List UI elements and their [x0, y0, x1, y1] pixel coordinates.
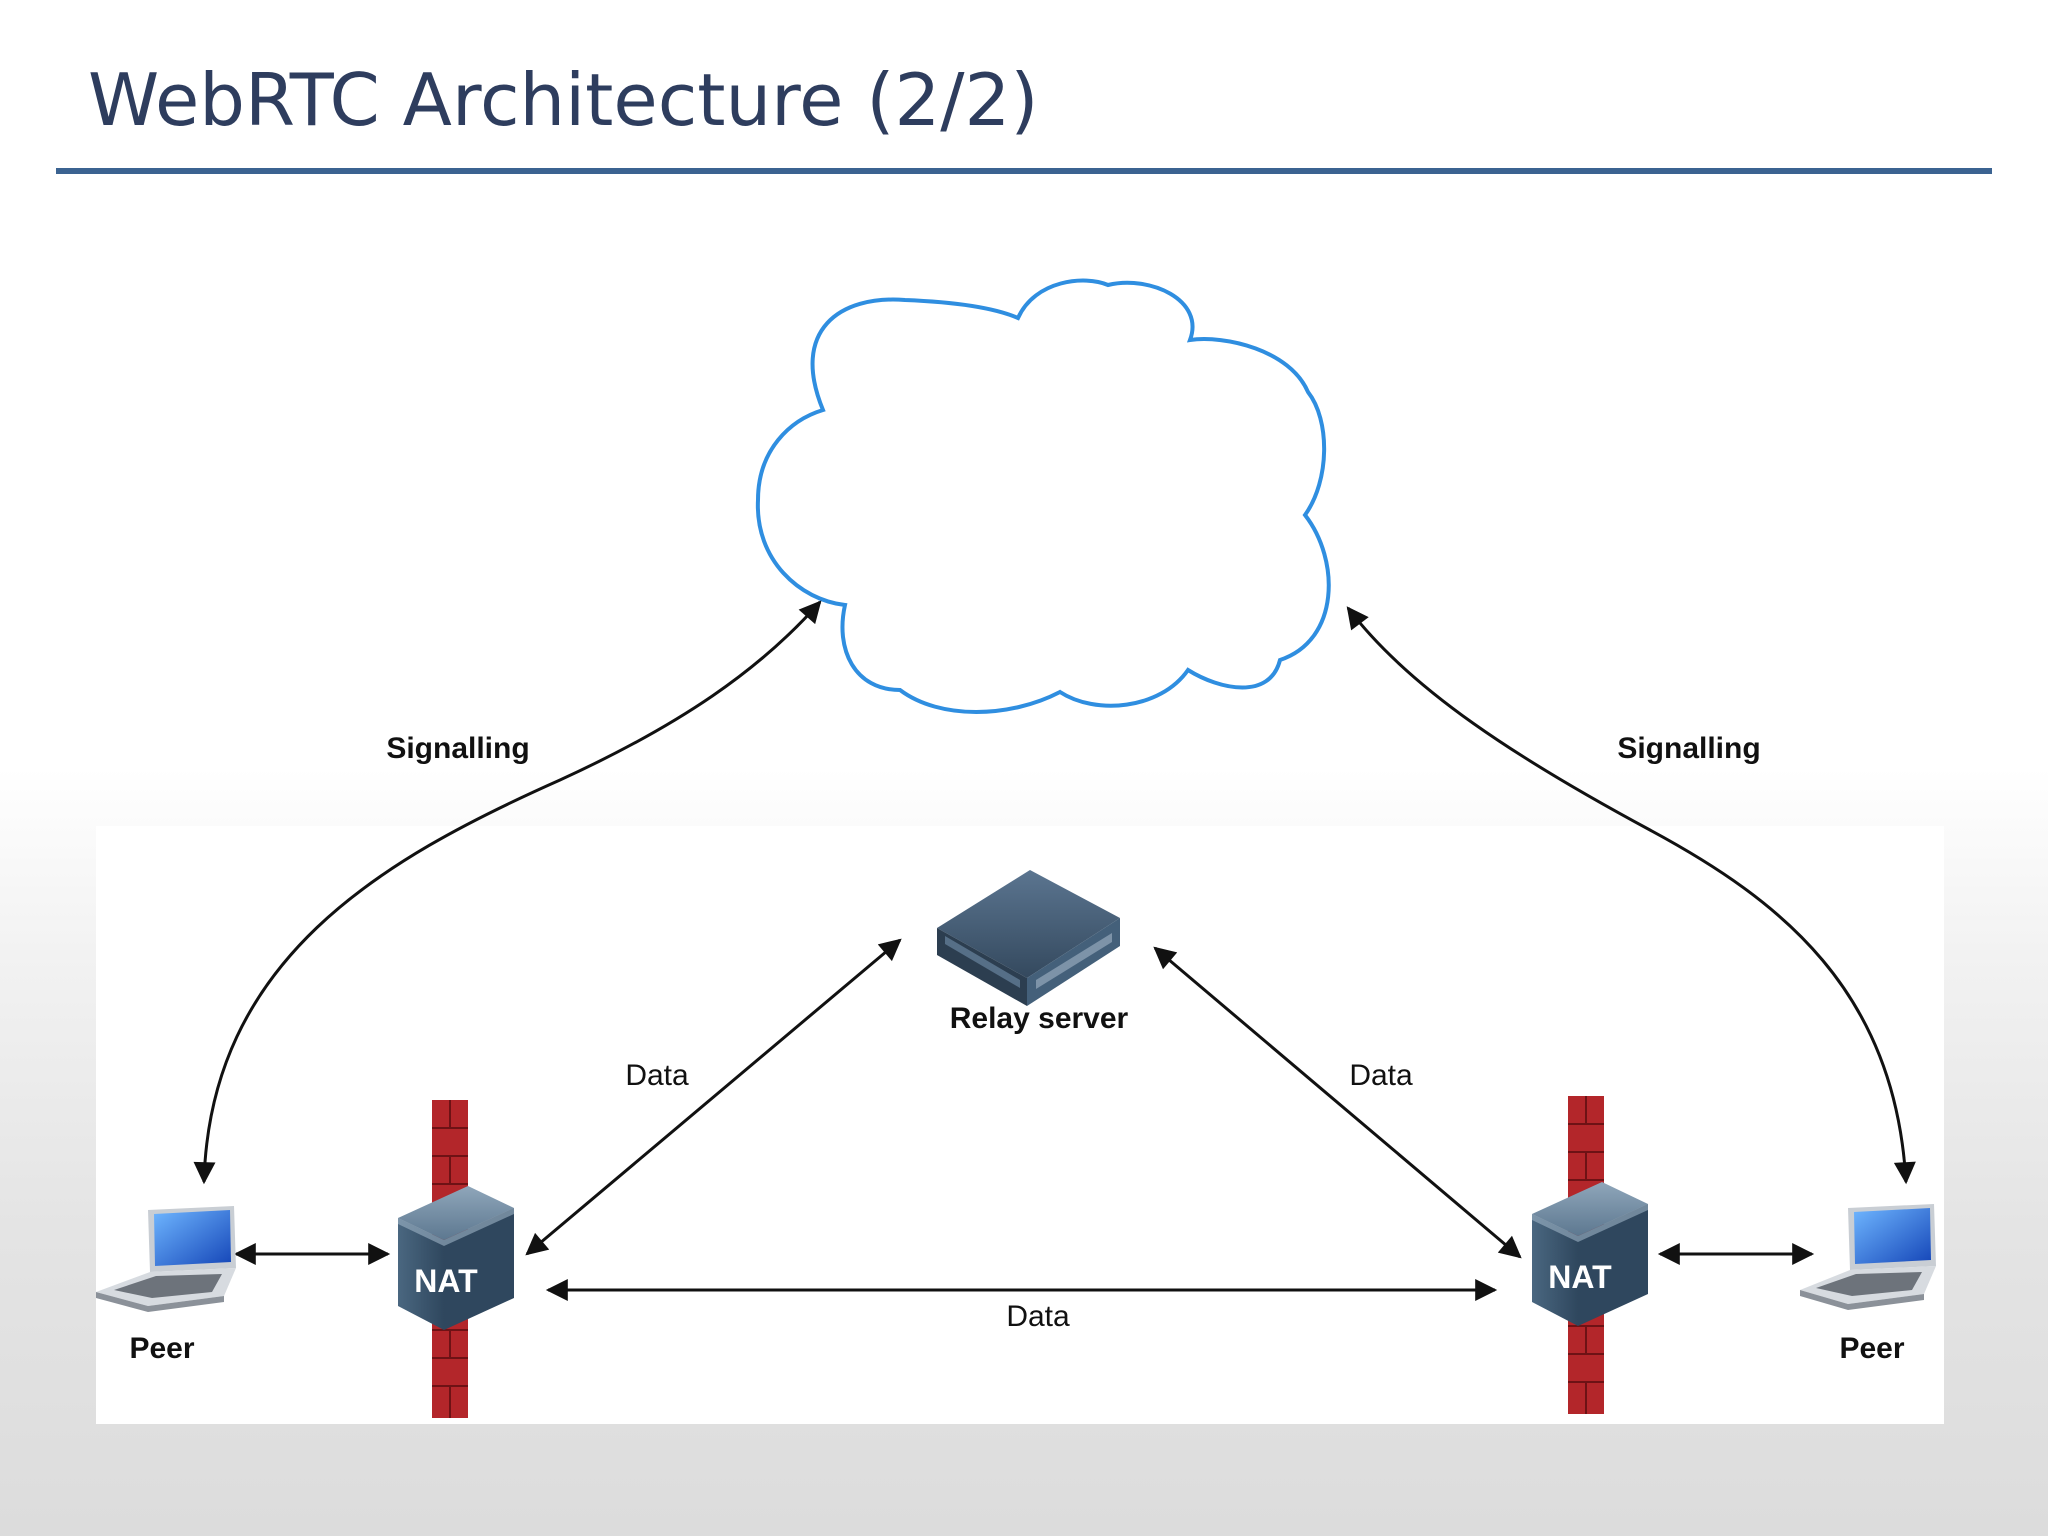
left-peer: Peer	[96, 1206, 236, 1365]
left-nat-firewall: NAT	[398, 1100, 514, 1418]
data-direct-label: Data	[1006, 1300, 1070, 1333]
title-divider	[56, 168, 1992, 174]
signalling-cloud	[755, 278, 1331, 714]
relay-server-icon	[937, 870, 1120, 1006]
relay-server: Relay server	[937, 870, 1129, 1035]
left-laptop-icon	[96, 1206, 236, 1312]
relay-server-label: Relay server	[950, 1002, 1129, 1035]
signalling-right-label: Signalling	[1617, 732, 1760, 765]
slide-title: WebRTC Architecture (2/2)	[88, 58, 1039, 142]
right-nat-label: NAT	[1548, 1259, 1612, 1295]
right-peer: Peer	[1800, 1204, 1936, 1365]
right-nat-firewall: NAT	[1532, 1096, 1648, 1414]
left-nat-label: NAT	[414, 1263, 478, 1299]
data-left-relay-label: Data	[625, 1059, 689, 1092]
signalling-left-arrow	[193, 600, 822, 1185]
data-right-relay-arrow	[1153, 946, 1522, 1259]
cloud-shape	[755, 278, 1331, 714]
data-left-relay-arrow	[525, 938, 902, 1256]
right-nat-icon	[1532, 1182, 1648, 1326]
data-right-relay-label: Data	[1349, 1059, 1413, 1092]
signalling-right-arrow	[1346, 606, 1916, 1185]
left-nat-icon	[398, 1186, 514, 1330]
left-peer-label: Peer	[129, 1332, 194, 1365]
signalling-left-label: Signalling	[386, 732, 529, 765]
right-laptop-icon	[1800, 1204, 1936, 1310]
right-peer-label: Peer	[1839, 1332, 1904, 1365]
